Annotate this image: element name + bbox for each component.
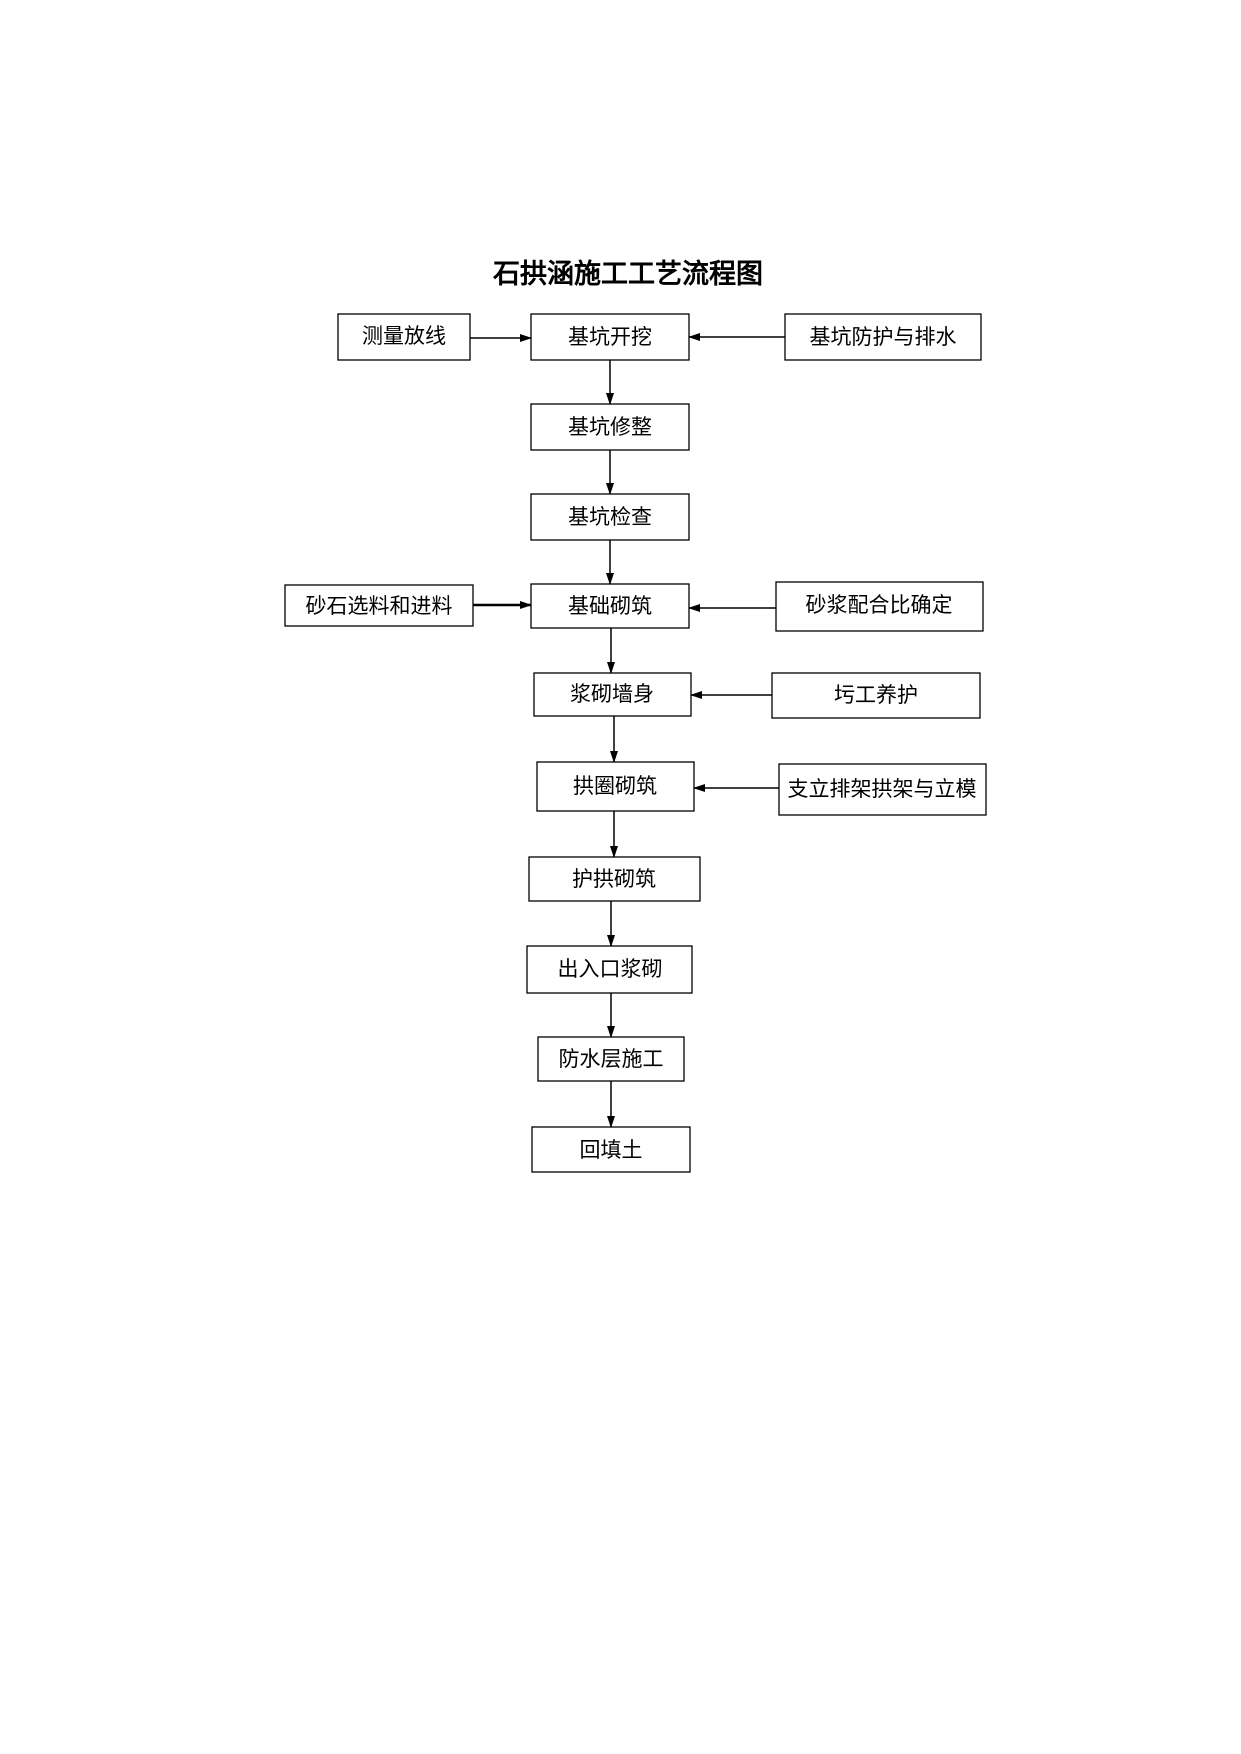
- main-step-fscsg: 防水层施工: [537, 1036, 685, 1082]
- side-input-ggyh: 圬工养护: [771, 672, 981, 719]
- diagram-title: 石拱涵施工工艺流程图: [492, 259, 763, 290]
- side-input-label: 测量放线: [362, 324, 446, 348]
- main-step-label: 基坑修整: [568, 415, 652, 439]
- main-step-label: 浆砌墙身: [570, 682, 654, 706]
- main-step-hgqz: 护拱砌筑: [528, 856, 701, 902]
- main-step-jkkw: 基坑开挖: [530, 313, 690, 361]
- main-step-label: 基坑开挖: [568, 325, 652, 349]
- main-step-label: 基础砌筑: [568, 594, 652, 618]
- main-step-jkxz: 基坑修整: [530, 403, 690, 451]
- main-step-label: 回填土: [580, 1138, 643, 1162]
- main-step-label: 防水层施工: [559, 1047, 664, 1071]
- side-input-sjphb: 砂浆配合比确定: [775, 581, 984, 632]
- main-step-jcqz: 基础砌筑: [530, 583, 690, 629]
- main-step-label: 拱圈砌筑: [573, 774, 657, 798]
- side-input-label: 砂石选料和进料: [306, 594, 453, 618]
- main-step-label: 出入口浆砌: [558, 957, 663, 981]
- side-input-jkfh: 基坑防护与排水: [784, 313, 982, 361]
- side-input-zlpj: 支立排架拱架与立模: [778, 763, 987, 816]
- main-step-label: 基坑检查: [568, 505, 652, 529]
- side-input-clfx: 测量放线: [337, 313, 471, 361]
- side-input-label: 砂浆配合比确定: [806, 593, 953, 617]
- side-input-ssxl: 砂石选料和进料: [284, 584, 474, 627]
- main-step-htt: 回填土: [531, 1126, 691, 1173]
- main-step-gqqz: 拱圈砌筑: [536, 761, 695, 812]
- main-step-jqqs: 浆砌墙身: [533, 672, 692, 717]
- main-step-label: 护拱砌筑: [572, 867, 656, 891]
- side-input-label: 支立排架拱架与立模: [788, 777, 977, 801]
- main-step-crkjq: 出入口浆砌: [526, 945, 693, 994]
- side-input-label: 圬工养护: [834, 683, 918, 707]
- side-input-label: 基坑防护与排水: [810, 325, 957, 349]
- main-step-jkjc: 基坑检查: [530, 493, 690, 541]
